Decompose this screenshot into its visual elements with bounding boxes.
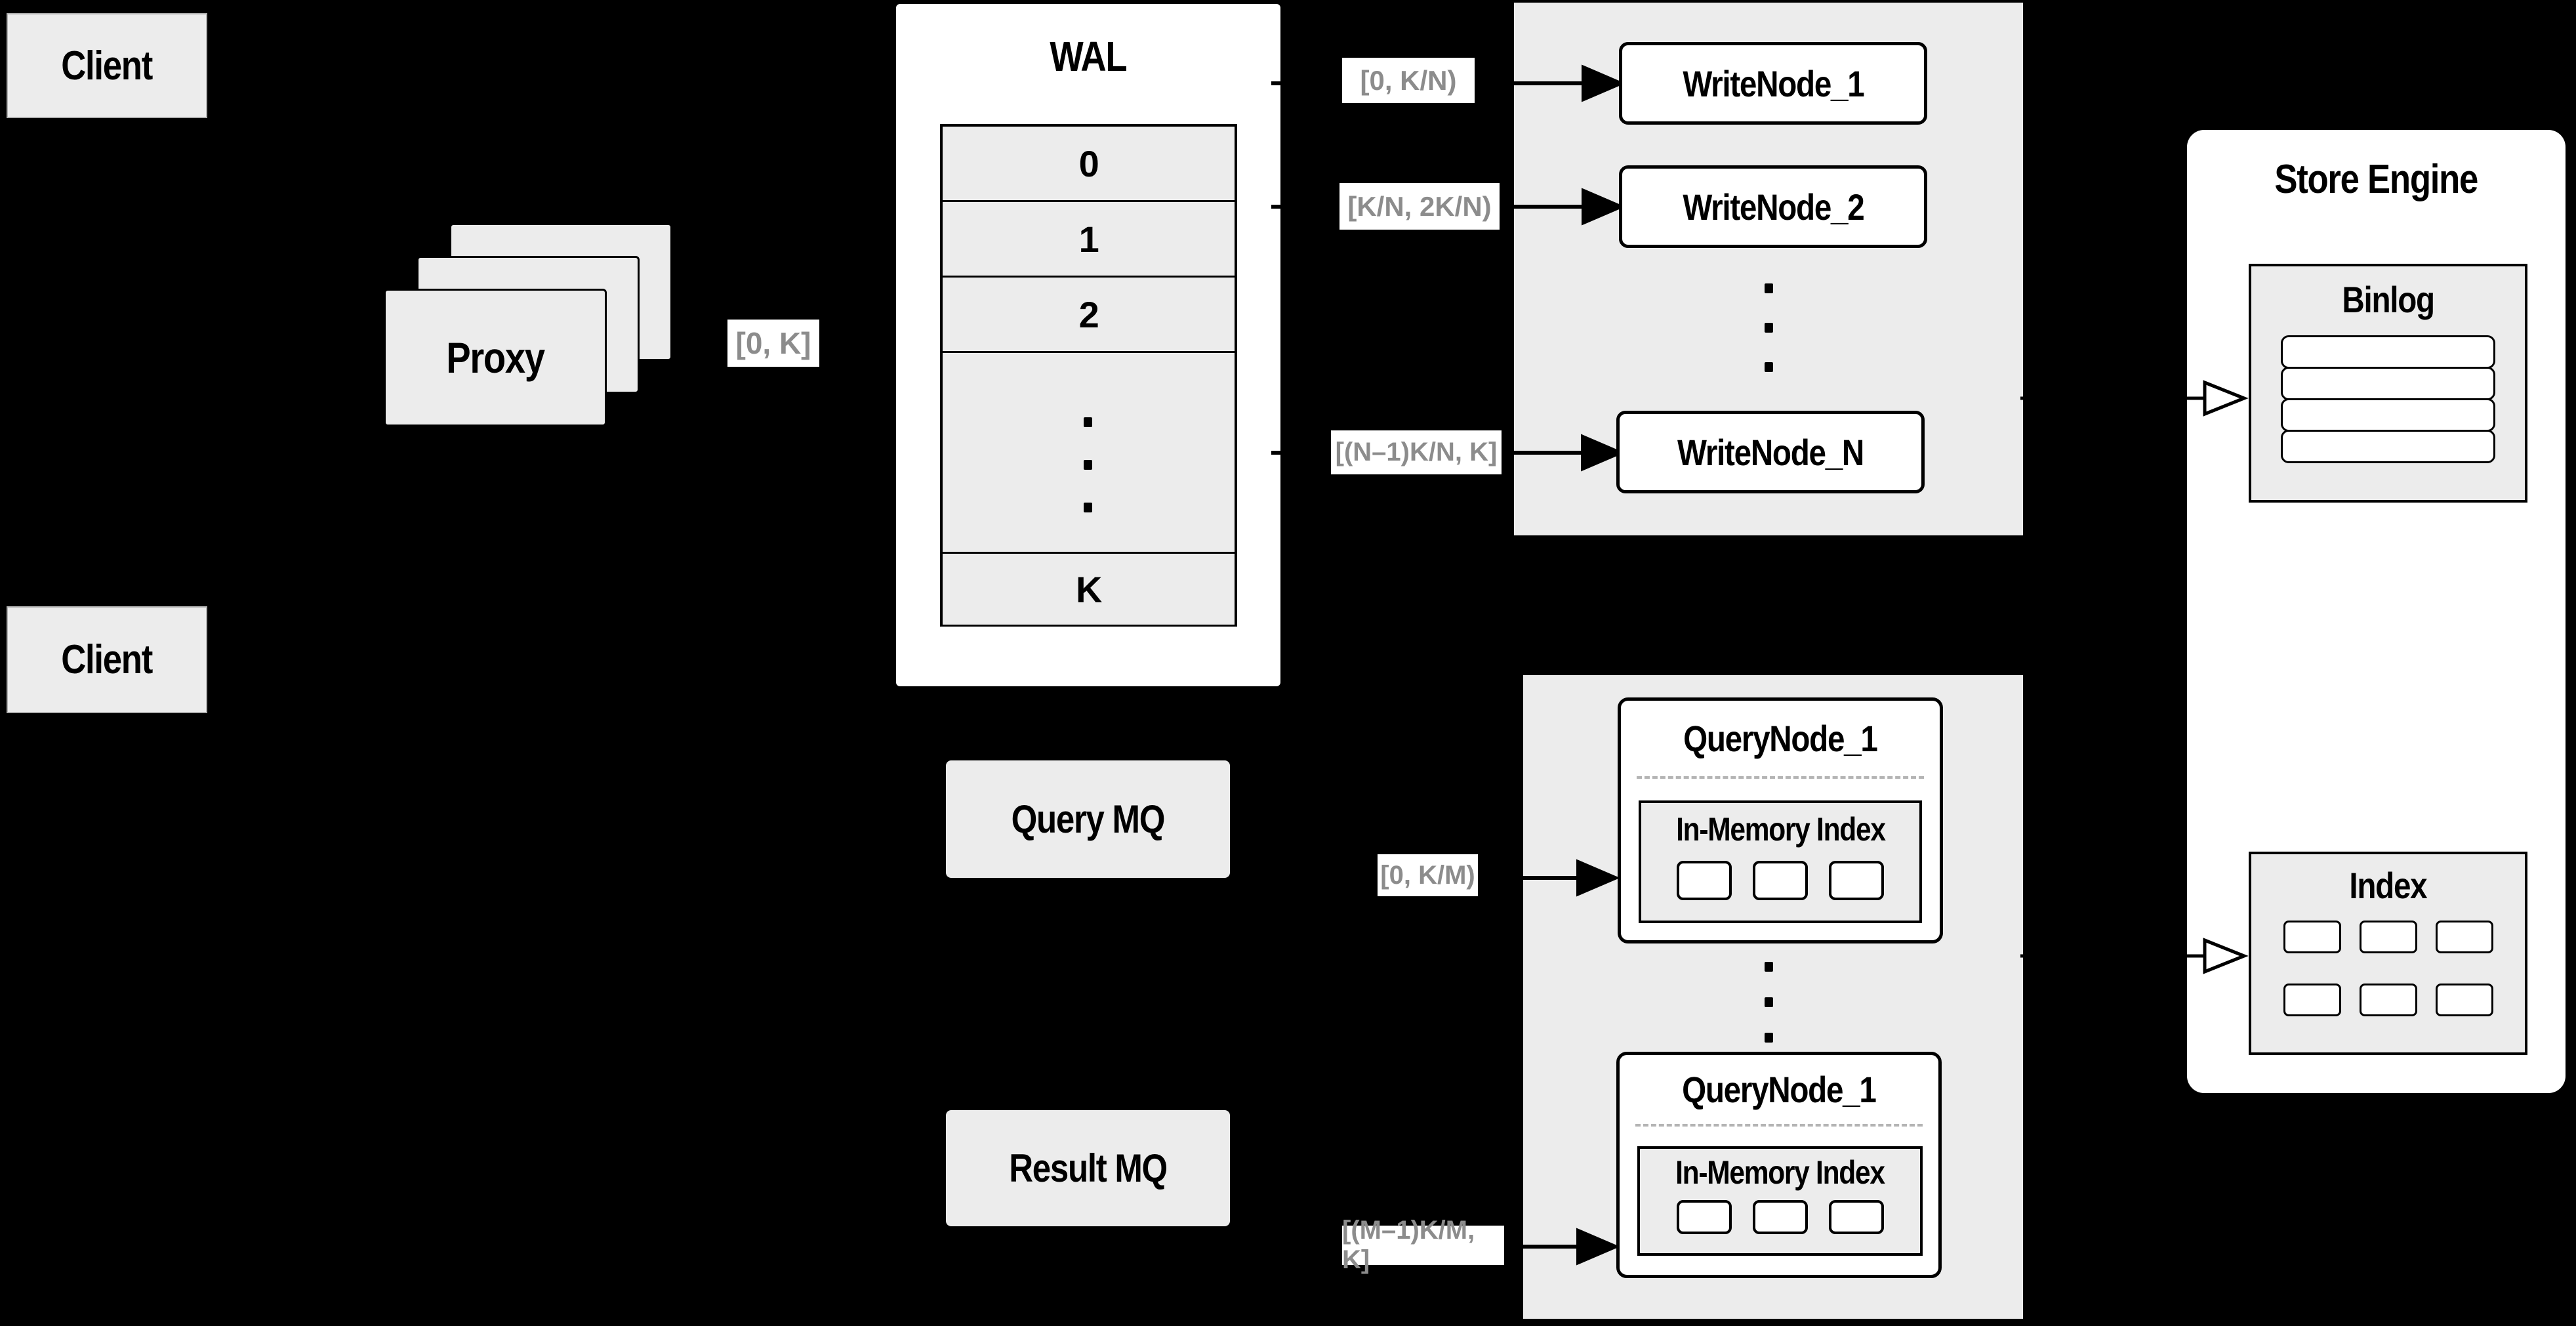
querynode-bottom-title-row: QueryNode_1 [1620,1055,1938,1124]
range-chip-text: [0, K/N) [1360,64,1457,96]
index-box: Index [2249,852,2527,1055]
ellipsis-dot [1084,417,1092,427]
wal-row-0: 0 [943,127,1235,200]
index-title-row: Index [2251,854,2525,917]
range-chip-querynode-1: [0, K/M) [1378,854,1478,896]
index-chunk-row [2251,984,2525,1016]
client-top-label: Client [61,43,153,89]
range-chip-text: [(M–1)K/M, K] [1342,1216,1475,1274]
client-bottom-label: Client [61,637,153,682]
writenode-1-box: WriteNode_1 [1619,42,1927,125]
ellipsis-dot [1765,323,1773,333]
ellipsis-dot [1765,283,1773,293]
wal-panel: WAL 0 1 2 K [896,4,1280,686]
writenode-2-label: WriteNode_2 [1682,186,1864,228]
index-title: Index [2349,865,2428,906]
wal-row-2-label: 2 [1078,293,1099,335]
query-mq-label: Query MQ [1011,797,1166,841]
proxy-label: Proxy [446,333,545,382]
querynode-top-title-row: QueryNode_1 [1621,701,1940,776]
range-chip-writenode-1: [0, K/N) [1342,58,1475,103]
querynode-bottom-divider [1635,1124,1923,1127]
range-chip-text: [(N–1)K/N, K] [1335,438,1498,466]
binlog-row [2281,430,2495,463]
in-memory-index-box-top: In-Memory Index [1639,800,1922,923]
range-chip-text: [0, K/M) [1380,860,1475,890]
store-engine-panel: Store Engine Binlog Index [2187,130,2566,1093]
index-chunk [2283,984,2341,1016]
store-engine-title-row: Store Engine [2187,130,2566,228]
querynode-top-divider [1637,776,1924,779]
segment-box [1752,1200,1808,1234]
segment-box [1677,861,1732,900]
ellipsis-dot [1084,460,1092,470]
range-chip-text: [K/N, 2K/N) [1347,190,1492,222]
ellipsis-dot [1084,503,1092,512]
wal-title: WAL [896,4,1280,109]
range-chip-text: [0, K] [735,326,811,360]
binlog-row [2281,367,2495,400]
wal-row-ellipsis [943,351,1235,552]
client-box-bottom: Client [7,606,207,713]
result-mq-label: Result MQ [1009,1146,1168,1190]
segment-box [1753,861,1808,900]
in-memory-index-title-row: In-Memory Index [1641,803,1919,856]
binlog-row [2281,335,2495,369]
segment-box [1676,1200,1732,1234]
writenode-1-label: WriteNode_1 [1682,62,1864,104]
index-chunk [2359,984,2417,1016]
segment-boxes [1641,861,1919,900]
index-chunk [2435,921,2493,953]
range-chip-writenode-n: [(N–1)K/N, K] [1331,430,1502,474]
binlog-rows [2251,335,2525,463]
in-memory-index-title: In-Memory Index [1675,1154,1885,1191]
wal-row-2: 2 [943,276,1235,351]
writenode-2-box: WriteNode_2 [1619,165,1927,248]
binlog-title-row: Binlog [2251,266,2525,332]
segment-box [1828,1200,1884,1234]
segment-box [1829,861,1884,900]
proxy-box-front: Proxy [384,289,607,426]
binlog-row [2281,398,2495,432]
querynode-bottom-box: QueryNode_1 In-Memory Index [1616,1052,1942,1278]
index-chunk [2359,921,2417,953]
ellipsis-dot [1765,362,1773,372]
writenode-n-box: WriteNode_N [1616,411,1925,493]
wal-row-1-label: 1 [1078,218,1099,260]
wal-row-1: 1 [943,200,1235,276]
ellipsis-dot [1765,962,1773,972]
wal-title-text: WAL [1050,33,1127,80]
segment-boxes [1640,1200,1920,1234]
binlog-box: Binlog [2249,264,2527,503]
index-chunk [2283,921,2341,953]
wal-row-0-label: 0 [1078,142,1099,184]
result-mq-box: Result MQ [946,1110,1230,1226]
binlog-title: Binlog [2342,278,2435,320]
in-memory-index-title-row: In-Memory Index [1640,1149,1920,1196]
wal-table: 0 1 2 K [940,124,1237,627]
range-chip-proxy-to-wal: [0, K] [727,320,819,367]
in-memory-index-title: In-Memory Index [1675,811,1886,848]
range-chip-querynode-m: [(M–1)K/M, K] [1342,1216,1504,1274]
range-chip-writenode-2: [K/N, 2K/N) [1339,183,1500,230]
ellipsis-dot [1765,1033,1773,1043]
wal-row-k: K [943,552,1235,625]
querynode-bottom-title: QueryNode_1 [1682,1069,1877,1110]
ellipsis-dot [1765,997,1773,1007]
client-box-top: Client [7,13,207,118]
index-chunk-row [2251,921,2525,953]
index-chunk [2435,984,2493,1016]
in-memory-index-box-bottom: In-Memory Index [1637,1146,1923,1256]
writenode-n-label: WriteNode_N [1677,431,1864,473]
store-engine-title: Store Engine [2274,156,2479,202]
querynode-top-box: QueryNode_1 In-Memory Index [1618,697,1943,943]
querynode-top-title: QueryNode_1 [1683,718,1878,759]
query-mq-box: Query MQ [946,760,1230,878]
wal-row-k-label: K [1076,568,1102,610]
